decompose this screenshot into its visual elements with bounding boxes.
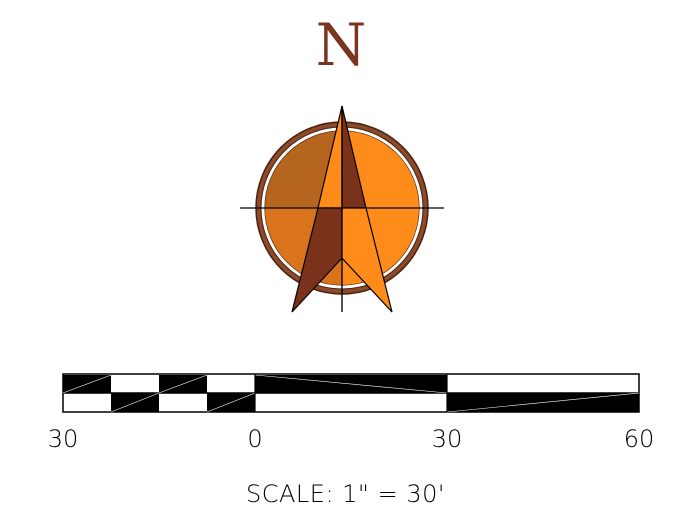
scale-hatch [158, 374, 208, 394]
scale-hatch [110, 392, 160, 413]
scale-tick-label: 0 [247, 425, 263, 453]
scale-hatch [62, 374, 112, 394]
scale-hatch [254, 374, 448, 394]
scale-tick-label: 60 [623, 425, 655, 453]
scale-tick-label: 30 [431, 425, 463, 453]
scale-caption: SCALE: 1" = 30' [246, 480, 445, 508]
north-label: N [315, 11, 367, 79]
scale-hatch [446, 392, 640, 413]
scale-tick-label: 30 [47, 425, 79, 453]
scale-bar [62, 373, 640, 413]
north-arrow [240, 105, 444, 313]
scale-hatch [206, 392, 256, 413]
